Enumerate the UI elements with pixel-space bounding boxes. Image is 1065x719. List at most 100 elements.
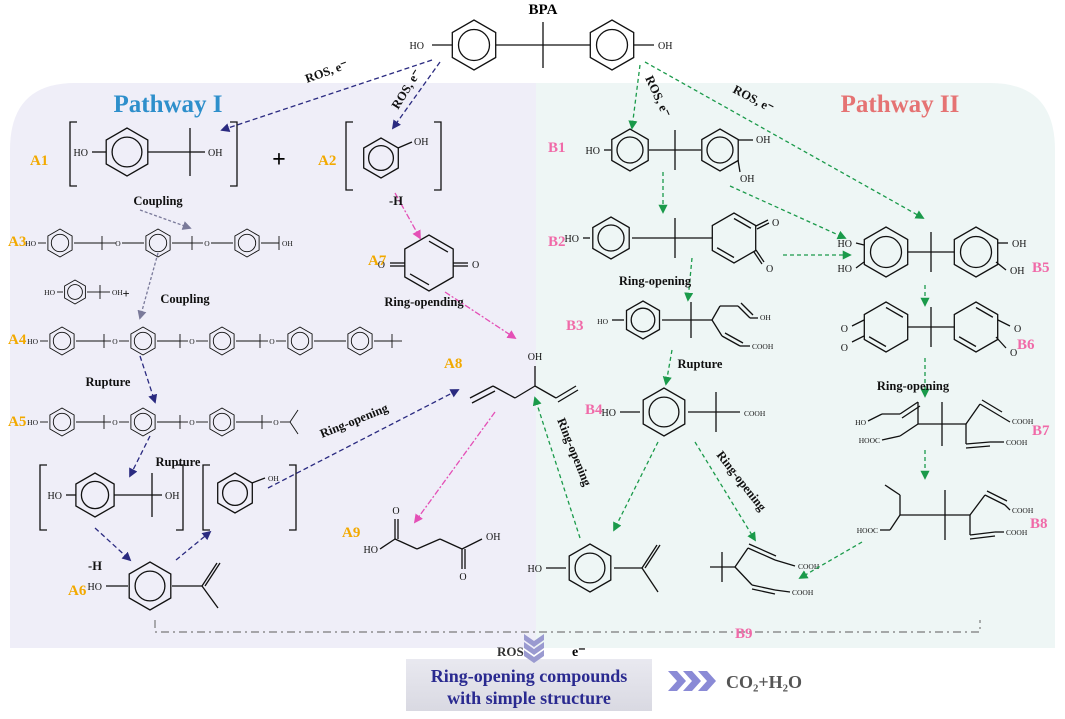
svg-text:HO: HO	[528, 564, 542, 575]
arrow-bpa-to-b1	[628, 64, 641, 130]
caption-minus-h-2: -H	[389, 194, 403, 208]
pathway-i-background	[10, 83, 536, 648]
arrow-a1-to-a3	[139, 209, 192, 230]
summary-box-line2: with simple structure	[447, 688, 611, 708]
svg-text:O: O	[392, 506, 399, 517]
arrow-b2-to-b3	[684, 257, 694, 302]
label-b1: B1	[548, 140, 566, 156]
svg-text:O: O	[1014, 324, 1021, 335]
svg-text:HO: HO	[838, 264, 852, 275]
svg-text:HO: HO	[565, 234, 579, 245]
svg-text:HOOC: HOOC	[859, 436, 880, 445]
svg-text:COOH: COOH	[1006, 528, 1028, 537]
a2-structure: OH	[345, 121, 442, 191]
arrow-phenol-to-a8	[532, 396, 581, 539]
bottom-ros-label: ROS	[497, 644, 524, 659]
label-b5: B5	[1032, 260, 1050, 276]
svg-text:O: O	[1010, 348, 1017, 359]
label-a6: A6	[68, 583, 87, 599]
svg-text:O: O	[112, 418, 118, 427]
svg-text:HO: HO	[48, 491, 62, 502]
b1-structure: HO OH OH	[586, 128, 770, 185]
label-a7: A7	[368, 253, 387, 269]
arrow-a3-to-a4	[137, 252, 159, 320]
pathway-ii-label: Pathway II	[841, 91, 960, 118]
label-a9: A9	[342, 525, 360, 541]
svg-text:HO: HO	[88, 582, 102, 593]
label-b6: B6	[1017, 337, 1035, 353]
svg-text:HO: HO	[27, 418, 38, 427]
svg-text:O: O	[189, 418, 195, 427]
svg-text:OH: OH	[414, 137, 428, 148]
svg-text:OH: OH	[1012, 239, 1026, 250]
svg-text:O: O	[273, 418, 279, 427]
svg-text:HO: HO	[44, 288, 55, 297]
svg-text:COOH: COOH	[792, 588, 814, 597]
arrow-a7-to-a8	[444, 291, 517, 339]
label-a8: A8	[444, 356, 462, 372]
svg-text:HO: HO	[410, 41, 424, 52]
svg-text:HO: HO	[602, 408, 616, 419]
svg-text:O: O	[269, 337, 275, 346]
bottom-electron-label: e⁻	[572, 645, 586, 660]
svg-text:COOH: COOH	[744, 409, 766, 418]
label-b4: B4	[585, 402, 603, 418]
caption-plus-1: +	[272, 147, 286, 173]
label-a3: A3	[8, 234, 26, 250]
svg-text:O: O	[841, 324, 848, 335]
label-a5: A5	[8, 414, 26, 430]
svg-text:HO: HO	[855, 418, 866, 427]
caption-coupling-2: Coupling	[160, 292, 210, 306]
bottom-summary: ROS e⁻ Ring-opening compounds with simpl…	[406, 634, 802, 711]
label-b2: B2	[548, 234, 566, 250]
svg-text:COOH: COOH	[1012, 417, 1034, 426]
chevron-down-icon	[524, 634, 544, 663]
caption-ring-opening-b2: Ring-opening	[619, 274, 692, 288]
label-b9: B9	[735, 626, 753, 642]
svg-text:O: O	[204, 239, 210, 248]
arrow-a4-to-a5	[139, 355, 158, 404]
caption-minus-h-1: -H	[88, 559, 102, 573]
svg-text:HO: HO	[586, 146, 600, 157]
svg-text:HOOC: HOOC	[857, 526, 878, 535]
svg-text:O: O	[772, 218, 779, 229]
svg-text:O: O	[115, 239, 121, 248]
label-b3: B3	[566, 318, 584, 334]
arrow-bracket-to-a8	[267, 389, 460, 489]
svg-text:OH: OH	[756, 135, 770, 146]
summary-box	[406, 659, 652, 711]
caption-coupling-1: Coupling	[133, 194, 183, 208]
svg-text:O: O	[459, 572, 466, 583]
b4-structure: HO COOH	[602, 387, 766, 437]
caption-rupture-1: Rupture	[86, 375, 131, 389]
svg-text:COOH: COOH	[798, 562, 820, 571]
arrow-b1-to-b5	[729, 185, 847, 240]
bpa-title: BPA	[529, 2, 558, 18]
a6-structure: HO	[88, 561, 221, 611]
arrow-b3-to-b4	[662, 349, 673, 386]
a8-structure: OH	[469, 352, 579, 404]
svg-text:O: O	[378, 260, 385, 271]
svg-text:OH: OH	[740, 174, 754, 185]
b2-structure: HO O O	[565, 212, 779, 275]
label-b7: B7	[1032, 423, 1050, 439]
arrow-b4-to-b9	[694, 441, 756, 542]
svg-text:OH: OH	[208, 148, 222, 159]
label-a1: A1	[30, 153, 48, 169]
label-a4: A4	[8, 332, 27, 348]
svg-text:O: O	[766, 264, 773, 275]
svg-text:OH: OH	[282, 239, 293, 248]
